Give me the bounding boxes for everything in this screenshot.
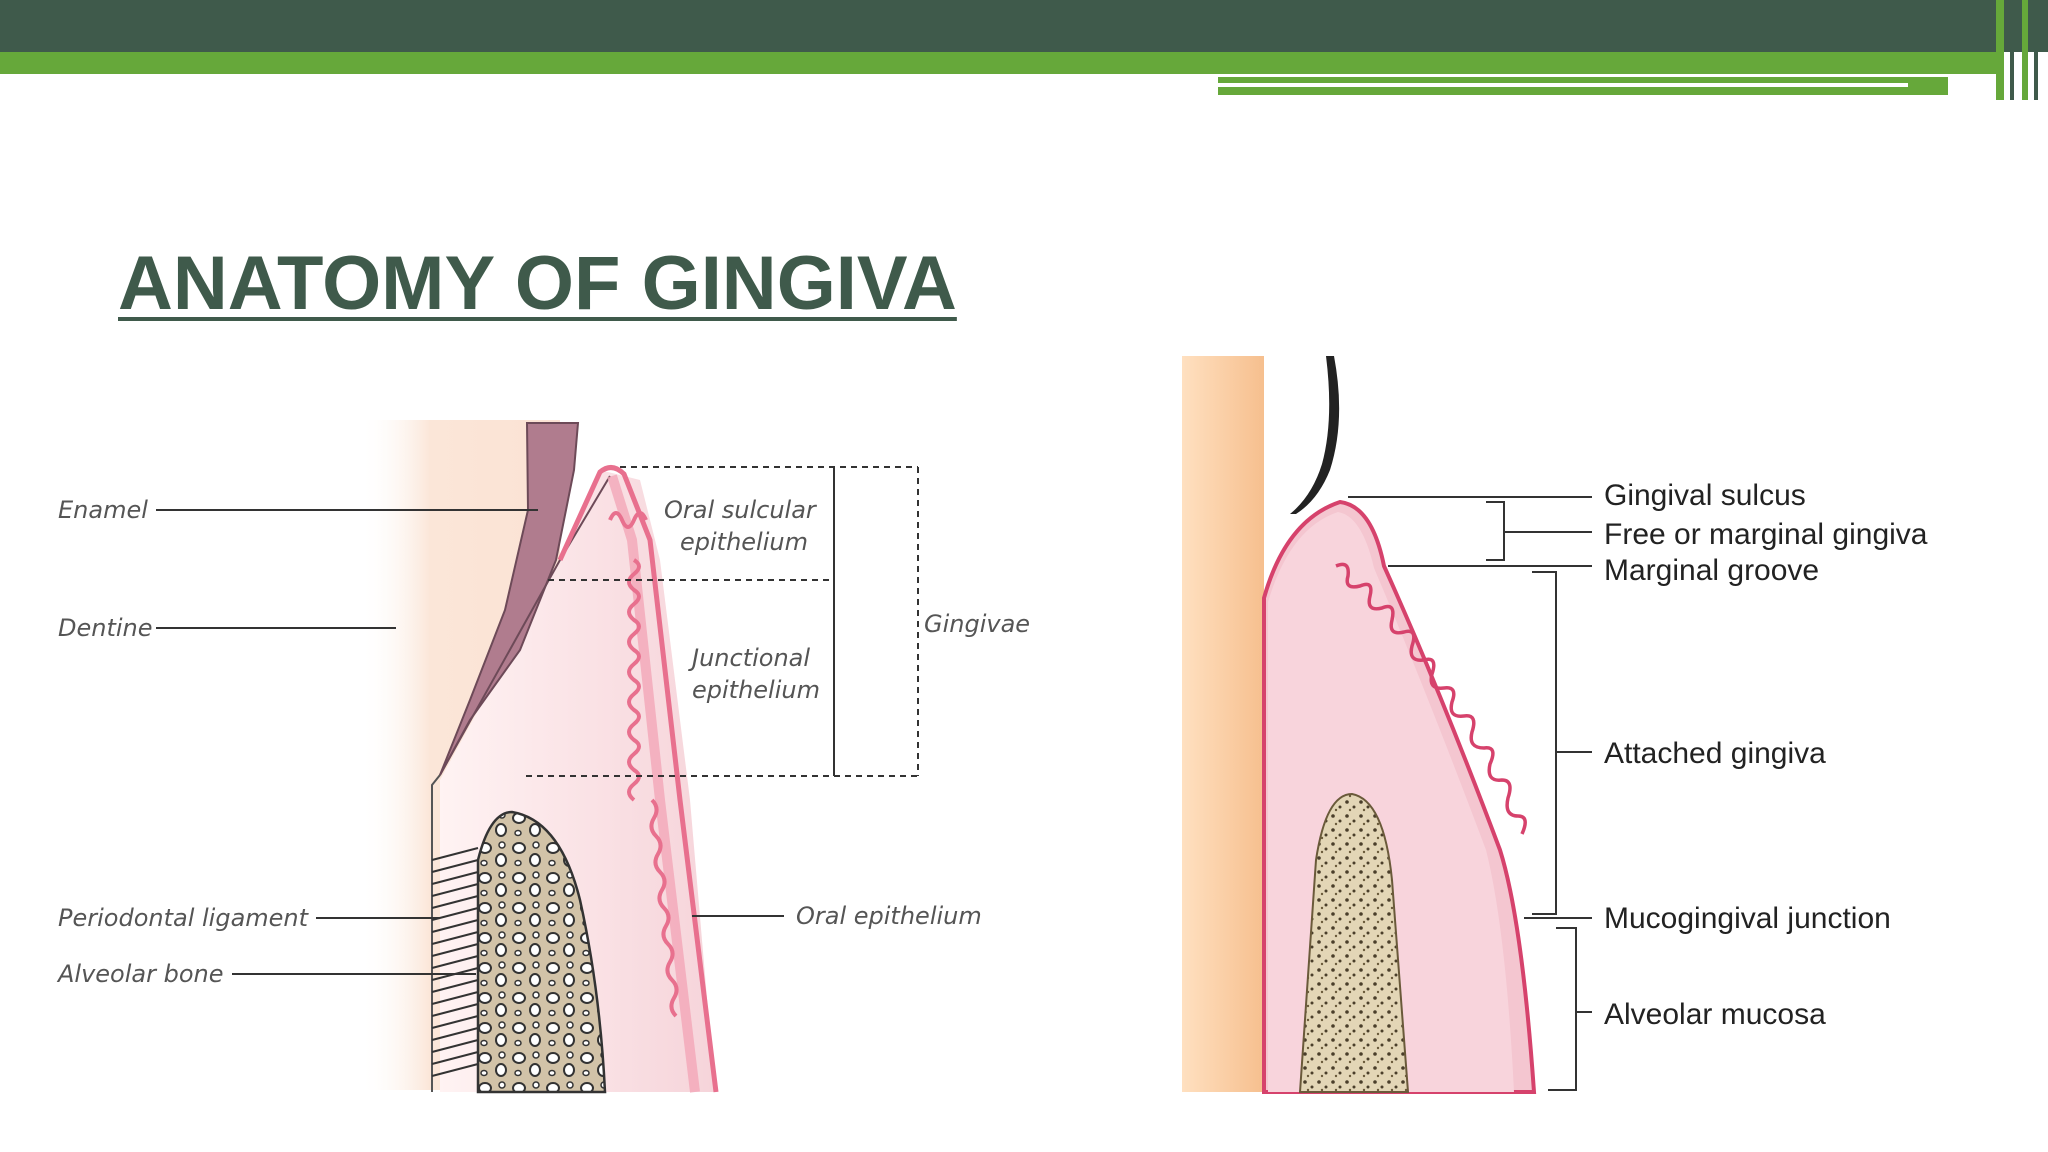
periodontal-ligament-hatch	[431, 847, 479, 1077]
label-junctional-2: epithelium	[692, 676, 820, 704]
header-band-right-stripe	[1996, 0, 2004, 100]
alveolar-bone	[476, 810, 607, 1094]
header-band-right-stripe-2	[2010, 0, 2014, 100]
label-gingival-sulcus: Gingival sulcus	[1604, 479, 1806, 512]
alveolar-bone-right	[1298, 792, 1410, 1093]
label-mucogingival-junction: Mucogingival junction	[1604, 902, 1891, 935]
root-surface-line	[431, 774, 441, 1092]
label-gingivae: Gingivae	[924, 610, 1030, 638]
header-band-white-line	[1218, 83, 1908, 87]
label-dentine: Dentine	[58, 614, 153, 642]
left-leaders	[156, 509, 784, 975]
slide-title: ANATOMY OF GINGIVA	[118, 241, 957, 326]
label-oral-sulcular-1: Oral sulcular	[664, 496, 818, 524]
tooth-surface	[1182, 356, 1264, 1092]
label-attached-gingiva: Attached gingiva	[1604, 737, 1826, 770]
header-band-right-stripe-3	[2022, 0, 2028, 100]
left-diagram: Enamel Dentine Periodontal ligament Alve…	[56, 420, 1030, 1094]
header-band-dark	[0, 0, 2048, 52]
rete-pegs	[608, 511, 648, 802]
rete-pegs-right	[1335, 562, 1527, 835]
gingiva-inner-edge	[607, 474, 700, 1093]
label-alveolar-mucosa: Alveolar mucosa	[1604, 998, 1826, 1031]
label-enamel: Enamel	[58, 496, 148, 524]
label-oral-sulcular-2: epithelium	[680, 528, 808, 556]
label-junctional-1: Junctional	[688, 644, 810, 672]
region-dashes	[526, 466, 919, 777]
header-band-right-stripe-4	[2034, 0, 2038, 100]
enamel-edge	[1290, 356, 1340, 514]
label-marginal-groove: Marginal groove	[1604, 554, 1819, 587]
header-band-green	[0, 52, 2000, 74]
right-leaders	[1348, 496, 1592, 1091]
gingiva-outline	[557, 465, 719, 1093]
right-diagram: Gingival sulcus Free or marginal gingiva…	[1182, 356, 1928, 1094]
label-periodontal-ligament: Periodontal ligament	[58, 904, 310, 932]
rete-pegs-lower	[649, 798, 679, 1018]
label-free-marginal-gingiva: Free or marginal gingiva	[1604, 518, 1928, 551]
label-alveolar-bone: Alveolar bone	[56, 960, 224, 988]
label-oral-epithelium: Oral epithelium	[796, 902, 982, 930]
